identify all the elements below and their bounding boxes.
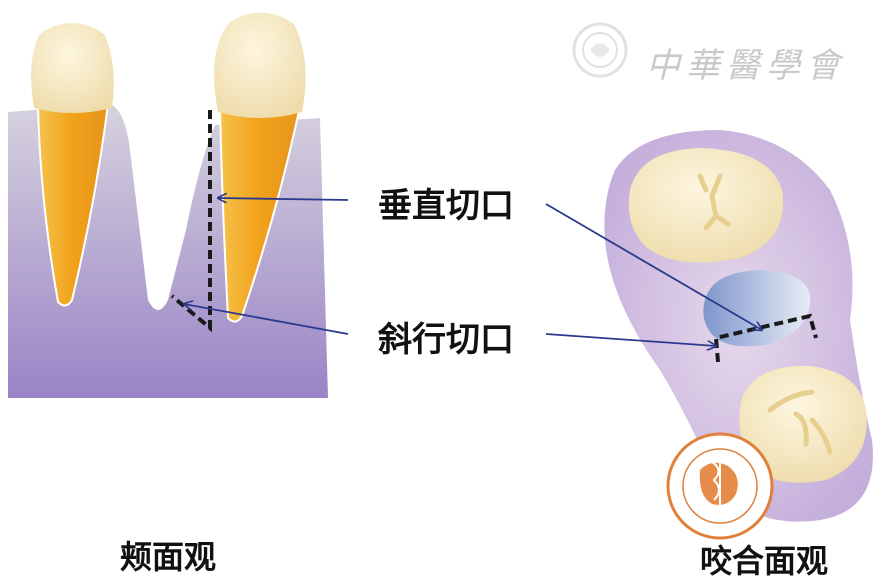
upper-molar-fissure bbox=[697, 173, 731, 231]
lower-molar-fissure bbox=[767, 389, 833, 455]
right-tooth-root bbox=[218, 105, 302, 323]
arrow-vertical-to-occlusal bbox=[545, 203, 762, 330]
left-tooth-root bbox=[36, 103, 110, 307]
occlusal-view-illustration bbox=[604, 130, 873, 522]
right-tooth-crown bbox=[214, 12, 306, 119]
arrows bbox=[184, 198, 762, 346]
watermark-text: 中華醫學會 bbox=[646, 46, 846, 86]
arrow-vertical-to-buccal bbox=[218, 198, 349, 200]
occlusal-view-caption: 咬合面观 bbox=[700, 542, 829, 580]
arrow-oblique-to-buccal bbox=[184, 304, 349, 335]
oblique-incision-label: 斜行切口 bbox=[378, 320, 514, 360]
defect-site bbox=[703, 270, 811, 347]
vertical-incision-line bbox=[170, 110, 212, 333]
left-tooth-crown bbox=[31, 23, 114, 113]
upper-molar bbox=[628, 148, 784, 263]
arrow-oblique-to-occlusal bbox=[545, 333, 716, 346]
vertical-incision-label: 垂直切口 bbox=[378, 186, 514, 226]
buccal-view-illustration bbox=[8, 12, 328, 398]
association-seal bbox=[666, 432, 774, 540]
watermark-logo-icon bbox=[572, 22, 628, 78]
buccal-view-caption: 颊面观 bbox=[120, 538, 217, 576]
